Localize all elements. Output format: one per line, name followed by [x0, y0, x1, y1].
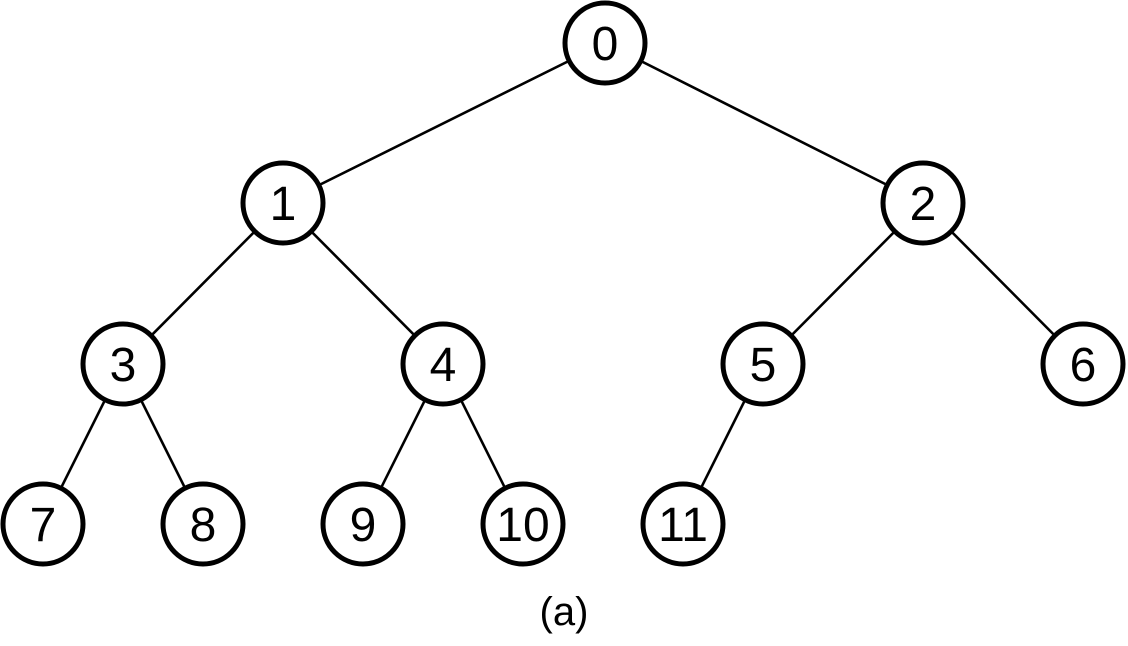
tree-node-6: 6 — [1040, 321, 1126, 407]
node-circle — [720, 321, 806, 407]
tree-node-0: 0 — [562, 0, 648, 86]
tree-node-8: 8 — [160, 481, 246, 567]
node-circle — [80, 321, 166, 407]
node-circle — [1040, 321, 1126, 407]
node-label: 0 — [592, 18, 619, 71]
node-circle — [480, 481, 566, 567]
node-circle — [400, 321, 486, 407]
node-label: 6 — [1070, 339, 1097, 392]
node-label: 8 — [190, 499, 217, 552]
tree-node-10: 10 — [480, 481, 566, 567]
tree-node-1: 1 — [240, 160, 326, 246]
node-circle — [160, 481, 246, 567]
figure-caption: (a) — [539, 590, 589, 634]
node-label: 4 — [430, 339, 457, 392]
node-label: 11 — [658, 499, 708, 552]
node-circle — [880, 160, 966, 246]
node-label: 10 — [496, 499, 549, 552]
node-label: 2 — [910, 178, 937, 231]
tree-node-3: 3 — [80, 321, 166, 407]
node-circle — [640, 481, 726, 567]
node-circle — [320, 481, 406, 567]
tree-edge-0-1 — [281, 41, 607, 205]
tree-node-11: 11 — [640, 481, 726, 567]
tree-node-5: 5 — [720, 321, 806, 407]
node-label: 7 — [30, 499, 57, 552]
node-label: 9 — [350, 499, 377, 552]
node-circle — [562, 0, 648, 86]
tree-node-7: 7 — [0, 481, 86, 567]
tree-node-9: 9 — [320, 481, 406, 567]
tree-node-4: 4 — [400, 321, 486, 407]
node-label: 3 — [110, 339, 137, 392]
tree-node-2: 2 — [880, 160, 966, 246]
tree-edge-0-2 — [603, 41, 925, 205]
node-circle — [240, 160, 326, 246]
node-label: 5 — [750, 339, 777, 392]
node-circle — [0, 481, 86, 567]
node-label: 1 — [270, 178, 297, 231]
